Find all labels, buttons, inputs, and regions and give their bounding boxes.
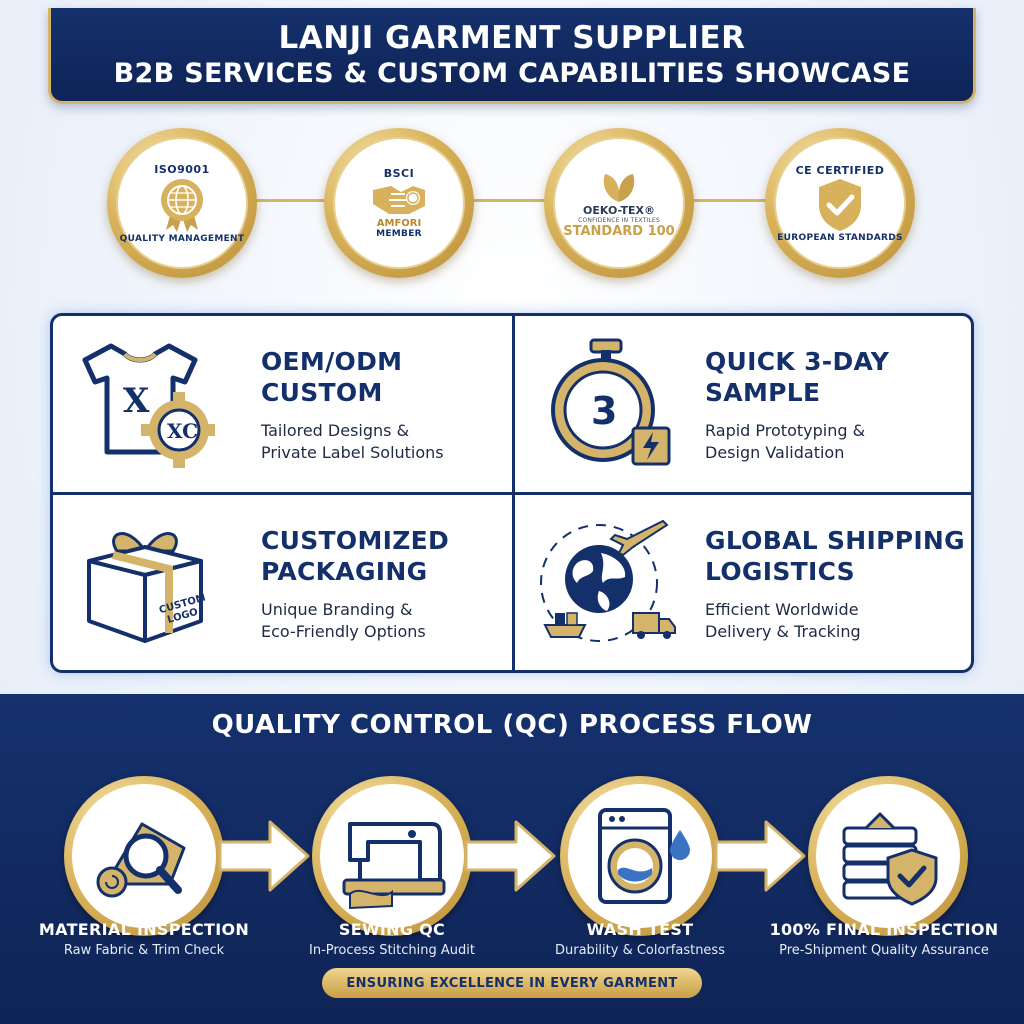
- page-subtitle: B2B SERVICES & CUSTOM CAPABILITIES SHOWC…: [113, 57, 911, 89]
- shield-check-icon: [819, 178, 861, 231]
- service-desc: Rapid Prototyping & Design Validation: [705, 421, 866, 462]
- badge-ce: CE CERTIFIED EUROPEAN STANDARDS: [765, 128, 915, 278]
- folded-shirts-shield-icon: [842, 812, 938, 906]
- qc-step-label: MATERIAL INSPECTION Raw Fabric & Trim Ch…: [38, 920, 250, 958]
- service-desc: Tailored Designs & Private Label Solutio…: [261, 421, 444, 462]
- page-title: LANJI GARMENT SUPPLIER: [278, 19, 746, 56]
- fabric-magnifier-icon: [96, 822, 186, 898]
- badge-iso9001: ISO9001 QUALITY MANAGEMENT: [107, 128, 257, 278]
- qc-section: QUALITY CONTROL (QC) PROCESS FLOW: [0, 694, 1024, 1024]
- service-title: OEM/ODM CUSTOM: [261, 347, 403, 407]
- globe-rosette-icon: [161, 178, 203, 232]
- service-packaging: CUSTOM LOGO CUSTOMIZED PACKAGING Unique …: [53, 495, 512, 671]
- service-shipping: GLOBAL SHIPPING LOGISTICS Efficient Worl…: [515, 495, 974, 671]
- arrow-right-icon: [218, 820, 310, 892]
- qc-step-label: SEWING QC In-Process Stitching Audit: [309, 920, 475, 958]
- badge-bsci-top: BSCI: [383, 167, 415, 180]
- qc-step-sewing: [312, 776, 472, 936]
- qc-step-material: [64, 776, 224, 936]
- services-grid: X XC OEM/ODM CUSTOM Tailored Designs & P…: [50, 313, 974, 673]
- badge-bsci-middle: AMFORI: [376, 218, 422, 229]
- badge-iso-top: ISO9001: [154, 162, 210, 176]
- badge-bsci-bottom: MEMBER: [376, 229, 422, 239]
- leaf-icon: [603, 173, 635, 202]
- sewing-machine-icon: [342, 822, 446, 910]
- service-desc: Efficient Worldwide Delivery & Tracking: [705, 600, 861, 641]
- tshirt-gear-icon: X XC: [82, 343, 215, 468]
- badge-ce-top: CE CERTIFIED: [795, 163, 885, 177]
- service-oem-odm: X XC OEM/ODM CUSTOM Tailored Designs & P…: [53, 316, 512, 492]
- stopwatch-icon: 3: [551, 338, 671, 466]
- svg-text:X: X: [123, 381, 150, 421]
- service-quick-sample: 3 QUICK 3-DAY SAMPLE Rapid Prototyping &…: [515, 316, 974, 492]
- gift-box-icon: CUSTOM LOGO: [87, 532, 207, 643]
- qc-title: QUALITY CONTROL (QC) PROCESS FLOW: [211, 710, 813, 740]
- header-banner: LANJI GARMENT SUPPLIER B2B SERVICES & CU…: [48, 8, 976, 104]
- arrow-right-icon: [714, 820, 806, 892]
- qc-step-wash: [560, 776, 720, 936]
- handshake-icon: [373, 186, 425, 214]
- globe-shipping-icon: [540, 519, 676, 642]
- qc-step-label: 100% FINAL INSPECTION Pre-Shipment Quali…: [769, 920, 999, 958]
- badge-oeko-top: OEKO-TEX®: [583, 203, 655, 217]
- badge-bsci: BSCI AMFORI MEMBER: [324, 128, 474, 278]
- service-title: CUSTOMIZED PACKAGING: [261, 526, 450, 586]
- badge-oeko-small: CONFIDENCE IN TEXTILES: [578, 216, 660, 224]
- badges-connector: [190, 199, 850, 202]
- qc-step-label: WASH TEST Durability & Colorfastness: [555, 920, 725, 958]
- qc-step-final: [808, 776, 968, 936]
- arrow-right-icon: [464, 820, 556, 892]
- svg-text:XC: XC: [167, 419, 198, 443]
- badge-oekotex: OEKO-TEX® CONFIDENCE IN TEXTILES STANDAR…: [544, 128, 694, 278]
- service-title: GLOBAL SHIPPING LOGISTICS: [705, 526, 965, 586]
- footer-tagline: ENSURING EXCELLENCE IN EVERY GARMENT: [322, 968, 702, 998]
- service-title: QUICK 3-DAY SAMPLE: [705, 347, 890, 407]
- badge-oeko-bottom: STANDARD 100: [563, 223, 675, 239]
- stopwatch-number: 3: [591, 389, 617, 433]
- grid-divider-horizontal: [53, 492, 971, 495]
- washing-machine-icon: [598, 808, 690, 904]
- badge-ce-bottom: EUROPEAN STANDARDS: [777, 232, 903, 243]
- service-desc: Unique Branding & Eco-Friendly Options: [261, 600, 426, 641]
- badge-iso-bottom: QUALITY MANAGEMENT: [119, 233, 245, 244]
